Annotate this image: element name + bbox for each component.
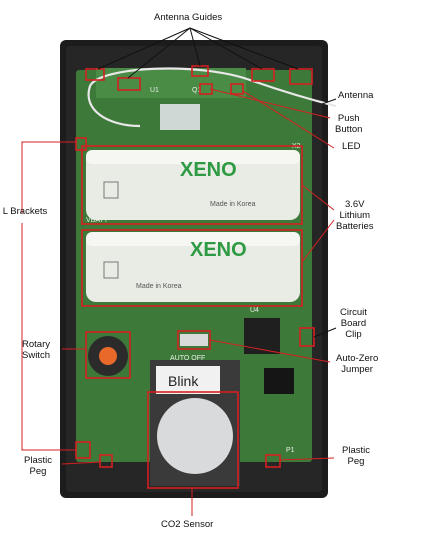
- battery-bottom-recycle-mark: [103, 261, 119, 279]
- leader-antenna: [321, 98, 337, 105]
- board-label-p1: P1: [286, 447, 295, 454]
- leader-lines: [21, 88, 335, 516]
- label-circuit-board-clip-line-3: Clip: [345, 328, 362, 340]
- leader-batteries-top: [301, 184, 335, 211]
- label-plastic-peg-right-line-1: Plastic: [342, 445, 370, 456]
- black-leader-lines: [97, 27, 337, 338]
- co2-sensor-membrane: [157, 398, 233, 474]
- box-antenna-guide-2: [117, 77, 141, 91]
- battery-top-made-in: Made in Korea: [210, 201, 256, 208]
- leader-antenna-guide-5: [189, 27, 299, 70]
- label-plastic-peg-left: Plastic Peg: [24, 455, 52, 478]
- label-auto-zero-jumper: Auto-Zero Jumper: [336, 353, 379, 376]
- label-plastic-peg-left-line-1: Plastic: [24, 455, 52, 466]
- box-bracket-top-left: [75, 137, 87, 151]
- label-circuit-board-clip: Circuit Board Clip: [340, 307, 367, 341]
- label-co2-sensor: CO2 Sensor: [161, 519, 214, 530]
- leader-l-brackets-lower: [21, 223, 76, 451]
- antenna-wire: [87, 67, 337, 128]
- box-antenna-guide-4: [251, 68, 275, 82]
- leader-board-clip: [313, 327, 337, 338]
- board-label-vbatt: VBATT: [86, 217, 109, 224]
- leader-peg-left: [61, 461, 101, 465]
- label-rotary-switch-line-2: Switch: [22, 349, 50, 361]
- rotary-switch-dial: [99, 347, 117, 365]
- label-plastic-peg-right: Plastic Peg: [342, 445, 370, 468]
- leader-l-brackets: [21, 141, 76, 213]
- leader-antenna-guide-4: [189, 27, 263, 70]
- battery-bottom-brand: XENO: [190, 239, 247, 261]
- sensor-sticker: [156, 366, 220, 394]
- box-antenna-guide-5: [289, 68, 313, 85]
- label-antenna-guides: Antenna Guides: [154, 12, 223, 23]
- board-label-auto-off: AUTO OFF: [170, 355, 205, 362]
- box-peg-left: [99, 454, 113, 468]
- label-batteries-line-2: Lithium: [339, 209, 371, 221]
- label-rotary-switch: Rotary Switch: [22, 339, 50, 362]
- battery-bottom: XENO Made in Korea: [86, 232, 300, 302]
- box-peg-right: [265, 454, 281, 468]
- leader-push-button: [209, 88, 331, 119]
- microcontroller-chip: [244, 318, 280, 354]
- label-plastic-peg-left-line-2: Peg: [29, 465, 47, 477]
- battery-top-recycle-mark: [103, 181, 119, 199]
- label-antenna: Antenna: [338, 90, 374, 101]
- leader-led: [242, 90, 335, 149]
- box-battery-bottom: [81, 229, 303, 307]
- label-rotary-switch-line-1: Rotary: [22, 339, 50, 350]
- board-label-u1: U1: [150, 87, 159, 94]
- label-led: LED: [342, 141, 361, 152]
- board-label-u4: U4: [250, 307, 259, 314]
- battery-top: XENO Made in Korea: [86, 150, 300, 220]
- label-circuit-board-clip-line-1: Circuit: [340, 307, 367, 318]
- label-batteries: 3.6V Lithium Batteries: [336, 199, 374, 233]
- label-plastic-peg-right-line-2: Peg: [347, 455, 365, 467]
- label-push-button: Push Button: [335, 113, 363, 136]
- battery-top-brand: XENO: [180, 159, 237, 181]
- battery-bottom-made-in: Made in Korea: [136, 283, 182, 290]
- label-batteries-line-1: 3.6V: [344, 199, 365, 210]
- label-push-button-line-2: Button: [335, 123, 363, 135]
- leader-auto-zero-jumper: [209, 339, 331, 363]
- box-antenna-guide-1: [85, 68, 105, 81]
- header-pins: [264, 368, 294, 394]
- radio-chip: [160, 104, 200, 130]
- label-auto-zero-jumper-line-1: Auto-Zero: [336, 353, 379, 364]
- leader-batteries-bottom: [301, 219, 335, 263]
- leader-peg-right: [279, 457, 335, 461]
- leader-antenna-guide-3: [189, 27, 201, 67]
- box-led: [230, 83, 244, 95]
- label-auto-zero-jumper-line-2: Jumper: [341, 363, 373, 375]
- board-label-q1: Q1: [192, 87, 201, 94]
- auto-zero-jumper: [180, 334, 208, 346]
- box-co2-sensor: [147, 391, 239, 489]
- sensor-sticker-text: Blink: [168, 373, 199, 389]
- label-l-brackets: L Brackets: [2, 206, 48, 217]
- leader-antenna-guide-2: [127, 27, 191, 79]
- label-push-button-line-1: Push: [337, 113, 360, 124]
- label-circuit-board-clip-line-2: Board: [340, 317, 367, 329]
- label-batteries-line-3: Batteries: [336, 220, 374, 232]
- box-rotary-switch: [85, 331, 131, 379]
- leader-antenna-guide-1: [97, 27, 191, 70]
